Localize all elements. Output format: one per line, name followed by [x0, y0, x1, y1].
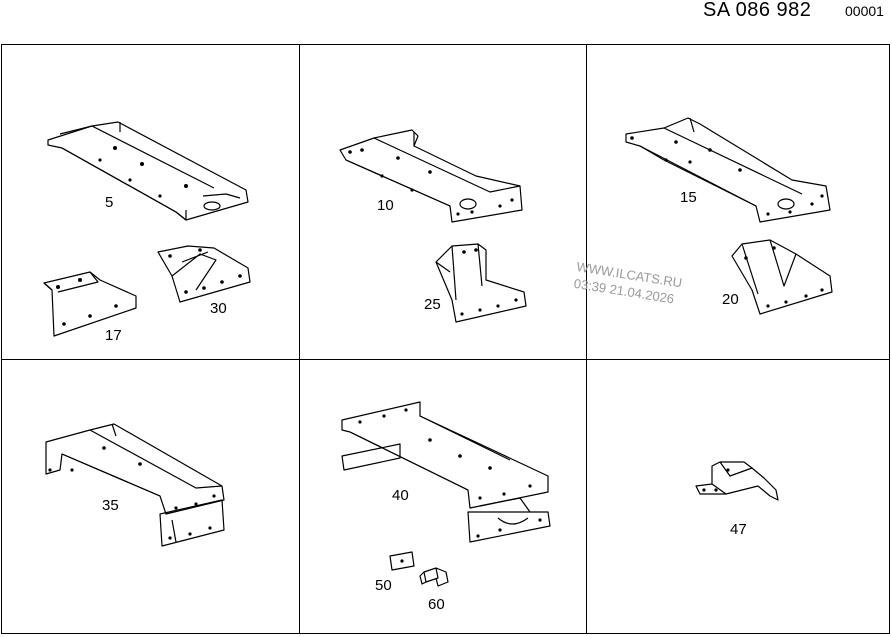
callout-60: 60	[428, 596, 445, 613]
doc-code: SA 086 982	[703, 0, 812, 21]
callout-15: 15	[680, 189, 697, 206]
part-5-crossmember[interactable]	[47, 121, 249, 221]
part-40-crossmember[interactable]	[341, 401, 551, 543]
callout-35: 35	[102, 497, 119, 514]
callout-10: 10	[377, 197, 394, 214]
grid-divider-vertical-2	[586, 45, 587, 633]
sheet-number: 00001	[845, 3, 884, 19]
part-25-bracket[interactable]	[435, 243, 527, 323]
part-35-crossmember[interactable]	[45, 423, 225, 547]
part-50-plate[interactable]	[389, 551, 415, 571]
callout-47: 47	[730, 521, 747, 538]
part-47-bracket[interactable]	[695, 461, 779, 501]
grid-divider-horizontal	[2, 359, 889, 360]
part-20-bracket[interactable]	[731, 239, 833, 315]
part-60-bolt[interactable]	[419, 567, 449, 587]
callout-25: 25	[424, 296, 441, 313]
callout-40: 40	[392, 487, 409, 504]
callout-30: 30	[210, 300, 227, 317]
callout-17: 17	[105, 327, 122, 344]
part-15-crossmember[interactable]	[625, 117, 831, 223]
grid-divider-vertical-1	[299, 45, 300, 633]
callout-50: 50	[375, 577, 392, 594]
part-10-crossmember[interactable]	[339, 129, 523, 223]
part-17-bracket[interactable]	[43, 271, 137, 337]
part-30-bracket[interactable]	[157, 245, 251, 303]
callout-5: 5	[105, 194, 114, 211]
parts-grid	[1, 44, 890, 634]
callout-20: 20	[722, 291, 739, 308]
